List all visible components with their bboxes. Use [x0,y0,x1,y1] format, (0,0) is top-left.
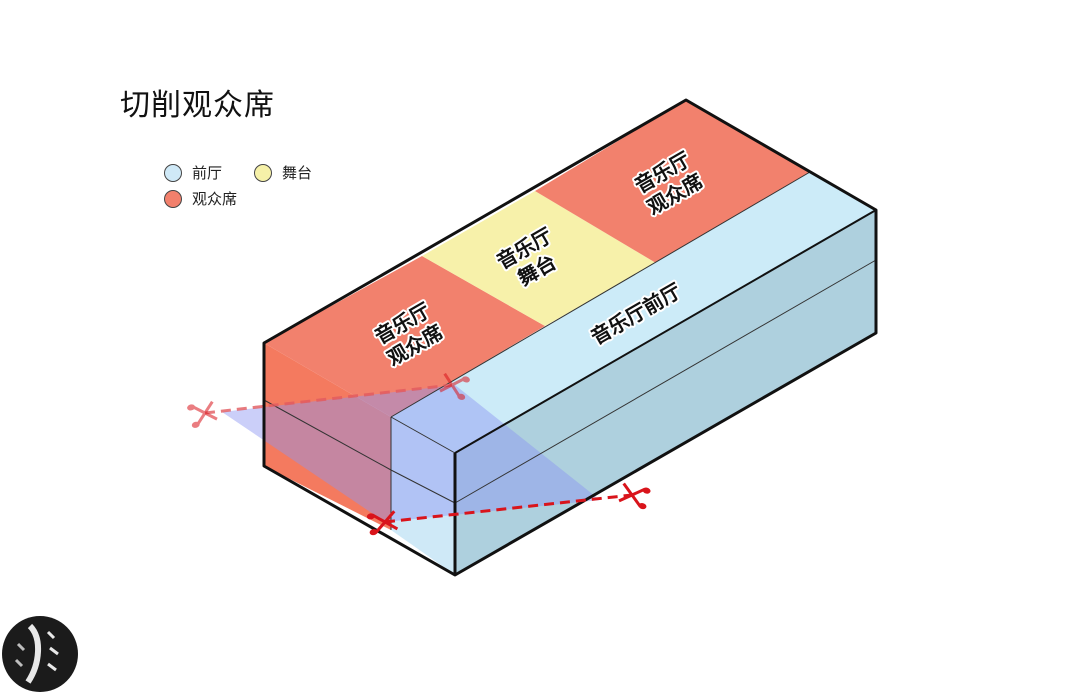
legend-swatch-foyer [164,163,182,182]
cut-line-lower [384,493,633,524]
legend-item-audience: 观众席 [164,188,237,209]
stage-top [422,191,656,326]
scissors-icon [187,400,218,428]
audience-left-top [264,256,545,417]
top-right-edge [454,209,877,454]
legend-item-stage: 舞台 [254,162,312,183]
legend-label: 前厅 [192,164,223,182]
cut-line-upper [204,383,453,415]
foyer-front-face [391,417,455,575]
audience-front-face [264,343,391,530]
building-outline [262,98,878,577]
foyer-top [391,172,876,453]
ridge-edge-line [390,416,456,454]
audience-right-top [535,100,810,263]
foyer-side-face [455,210,876,575]
legend-swatch-stage [254,163,272,182]
scissors-icon [439,372,470,400]
legend-label: 舞台 [282,164,313,182]
mid-edge-line [263,399,392,471]
legend-label: 观众席 [192,190,238,208]
page-title: 切削观众席 [120,88,275,123]
logo-icon [2,616,78,692]
cut-plane [222,385,600,522]
legend-item-foyer: 前厅 [164,162,222,183]
legend-swatch-audience [164,189,182,208]
scissors-icon [366,510,399,536]
mid-edge-line [390,469,456,504]
scissors-icon [618,482,651,510]
mid-edge-line [454,259,877,504]
ridge-edge-line [390,171,811,418]
